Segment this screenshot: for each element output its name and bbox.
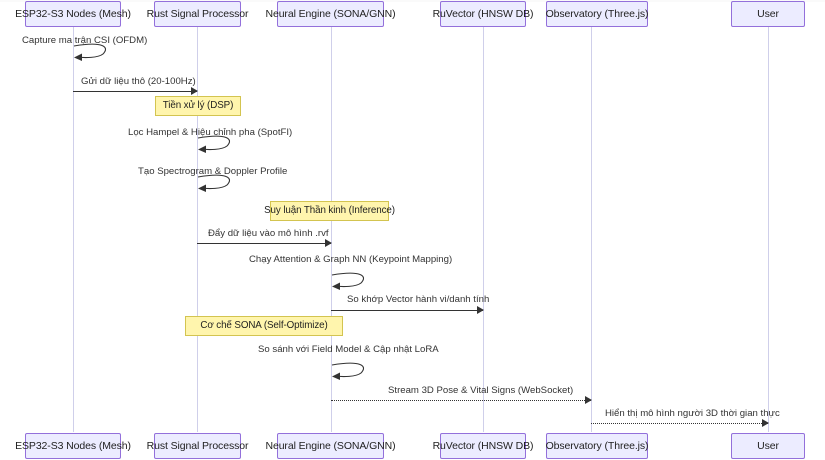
note-neural-inference: Suy luận Thần kinh (Inference): [264, 201, 395, 221]
message-line: [197, 243, 331, 244]
note-label-sona-self-optimize: Cơ chế SONA (Self-Optimize): [200, 320, 328, 332]
participant-footer-label-ruvector: RuVector (HNSW DB): [432, 439, 534, 452]
arrowhead-right-icon: [762, 419, 769, 428]
participant-footer-ruvector[interactable]: RuVector (HNSW DB): [433, 433, 534, 459]
canvas-top-edge: [0, 0, 825, 2]
message-label-send-raw-data: Gửi dữ liệu thô (20-100Hz): [81, 76, 196, 87]
message-arrow-display-3d-human: [591, 419, 769, 428]
message-arrow-vector-match: [331, 306, 484, 315]
participant-footer-user[interactable]: User: [731, 433, 805, 459]
message-label-display-3d-human: Hiển thị mô hình người 3D thời gian thực: [605, 408, 780, 419]
message-label-stream-3d-pose: Stream 3D Pose & Vital Signs (WebSocket): [388, 385, 574, 396]
lifeline-neural: [331, 26, 332, 432]
participant-footer-rust[interactable]: Rust Signal Processor: [147, 433, 248, 459]
lifeline-rust: [197, 26, 198, 432]
participant-footer-label-rust: Rust Signal Processor: [146, 439, 249, 452]
message-line: [331, 310, 483, 311]
self-message-attention-graph-nn: [331, 272, 373, 292]
participant-header-esp32[interactable]: ESP32-S3 Nodes (Mesh): [15, 1, 131, 27]
self-message-field-model-lora: [331, 362, 373, 382]
participant-footer-observatory[interactable]: Observatory (Three.js): [545, 433, 649, 459]
self-message-hampel-filter: [197, 135, 239, 155]
arrowhead-right-icon: [477, 306, 484, 315]
lifeline-user: [768, 26, 769, 432]
participant-header-ruvector[interactable]: RuVector (HNSW DB): [433, 1, 534, 27]
message-label-spectrogram-doppler: Tạo Spectrogram & Doppler Profile: [138, 166, 288, 177]
message-line: [73, 91, 197, 92]
participant-footer-label-neural: Neural Engine (SONA/GNN): [265, 439, 396, 452]
participant-header-label-neural: Neural Engine (SONA/GNN): [265, 7, 396, 20]
message-label-attention-graph-nn: Chạy Attention & Graph NN (Keypoint Mapp…: [249, 254, 453, 265]
participant-header-label-rust: Rust Signal Processor: [146, 7, 249, 20]
participant-footer-neural[interactable]: Neural Engine (SONA/GNN): [265, 433, 396, 459]
participant-header-rust[interactable]: Rust Signal Processor: [147, 1, 248, 27]
participant-footer-label-esp32: ESP32-S3 Nodes (Mesh): [15, 439, 131, 452]
note-sona-self-optimize: Cơ chế SONA (Self-Optimize): [185, 316, 343, 336]
message-arrow-stream-3d-pose: [331, 396, 592, 405]
self-message-spectrogram-doppler: [197, 174, 239, 194]
note-preprocessing-dsp: Tiền xử lý (DSP): [155, 96, 241, 116]
arrowhead-right-icon: [325, 239, 332, 248]
participant-header-label-observatory: Observatory (Three.js): [545, 7, 649, 20]
participant-header-label-esp32: ESP32-S3 Nodes (Mesh): [15, 7, 131, 20]
message-label-capture-csi: Capture ma trận CSI (OFDM): [22, 35, 148, 46]
message-arrow-push-data-model: [197, 239, 332, 248]
message-line-dotted: [331, 400, 591, 401]
participant-footer-label-observatory: Observatory (Three.js): [545, 439, 649, 452]
participant-footer-esp32[interactable]: ESP32-S3 Nodes (Mesh): [15, 433, 131, 459]
message-label-field-model-lora: So sánh với Field Model & Cập nhật LoRA: [258, 344, 439, 355]
message-label-push-data-model: Đẩy dữ liệu vào mô hình .rvf: [208, 228, 329, 239]
arrowhead-right-icon: [191, 87, 198, 96]
message-label-hampel-filter: Lọc Hampel & Hiệu chỉnh pha (SpotFI): [128, 127, 293, 138]
participant-header-user[interactable]: User: [731, 1, 805, 27]
lifeline-esp32: [73, 26, 74, 432]
arrowhead-right-icon: [585, 396, 592, 405]
lifeline-ruvector: [483, 26, 484, 432]
participant-footer-label-user: User: [757, 439, 779, 452]
participant-header-label-ruvector: RuVector (HNSW DB): [432, 7, 534, 20]
participant-header-observatory[interactable]: Observatory (Three.js): [545, 1, 649, 27]
participant-header-neural[interactable]: Neural Engine (SONA/GNN): [265, 1, 396, 27]
message-line-dotted: [591, 423, 768, 424]
self-message-capture-csi: [73, 43, 115, 63]
message-arrow-send-raw-data: [73, 87, 198, 96]
note-label-neural-inference: Suy luận Thần kinh (Inference): [264, 205, 395, 217]
lifeline-observatory: [591, 26, 592, 432]
participant-header-label-user: User: [757, 7, 779, 20]
message-label-vector-match: So khớp Vector hành vi/danh tính: [347, 294, 490, 305]
note-label-preprocessing-dsp: Tiền xử lý (DSP): [162, 100, 234, 112]
